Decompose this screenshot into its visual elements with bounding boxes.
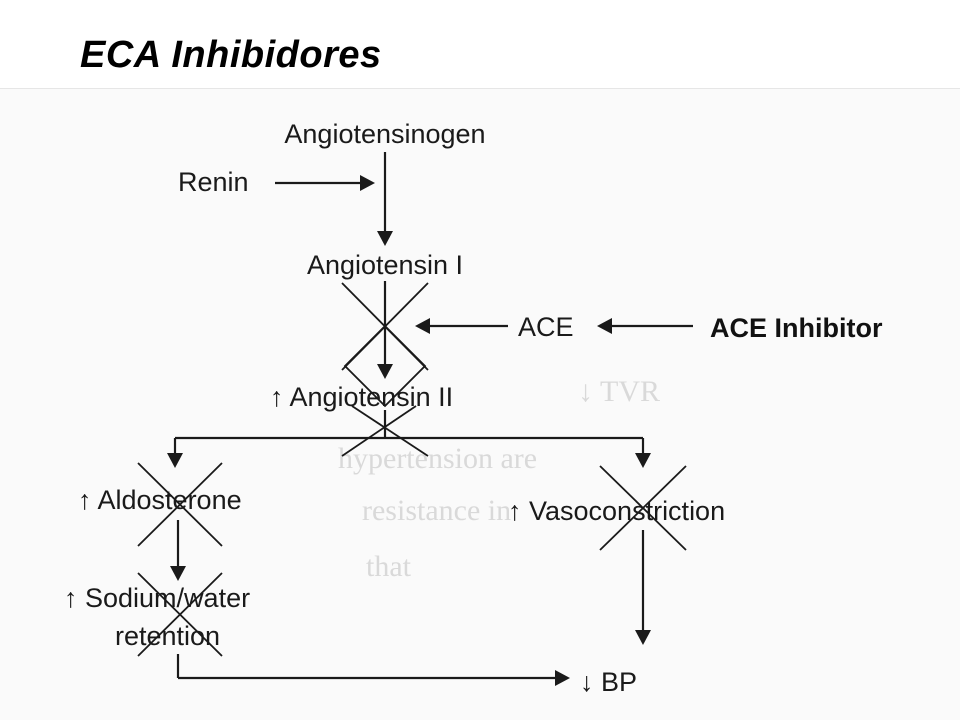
ace-inhibitor-pathway-diagram: ↓ TVR hypertension are resistance in tha… <box>64 119 883 697</box>
sodium-water-label-line1: ↑ Sodium/water <box>64 583 250 613</box>
bleed-through-text-3: resistance in <box>362 494 511 527</box>
renin-label: Renin <box>178 167 249 197</box>
angiotensin-ii-label: ↑ Angiotensin II <box>270 382 453 412</box>
sodium-water-block-cross-mark <box>137 572 223 657</box>
ace-inhibitor-label: ACE Inhibitor <box>710 313 883 343</box>
arrow-ace-inhibitor-to-ace <box>597 318 693 334</box>
branch-lines-angiotensin-ii <box>167 410 651 468</box>
branch-block-cross-mark <box>341 405 429 457</box>
ace-label: ACE <box>518 312 574 342</box>
arrow-aldosterone-to-sodium-water <box>170 520 186 581</box>
sodium-water-label-line2: retention <box>115 621 220 651</box>
bleed-through-text-1: ↓ TVR <box>578 375 660 408</box>
arrow-angiotensin-i-to-angiotensin-ii <box>377 281 393 379</box>
bleed-through-text-2: hypertension are <box>338 442 537 475</box>
arrow-vasoconstriction-to-bp <box>635 530 651 645</box>
arrow-ace-to-pathway <box>415 318 508 334</box>
bp-label: ↓ BP <box>580 667 637 697</box>
angiotensinogen-label: Angiotensinogen <box>284 119 485 149</box>
arrow-angiotensinogen-to-angiotensin-i <box>377 152 393 246</box>
scanned-figure-panel <box>0 88 960 720</box>
ace-block-cross-mark <box>341 282 429 408</box>
bleed-through-text-4: that <box>366 550 412 583</box>
aldosterone-block-cross-mark <box>137 462 223 547</box>
aldosterone-label: ↑ Aldosterone <box>78 485 242 515</box>
arrow-renin-to-pathway <box>275 175 375 191</box>
vasoconstriction-label: ↑ Vasoconstriction <box>508 496 725 526</box>
slide-title: ECA Inhibidores <box>80 34 382 76</box>
angiotensin-i-label: Angiotensin I <box>307 250 463 280</box>
arrow-sodium-water-to-bp <box>176 654 570 686</box>
vasoconstriction-block-cross-mark <box>599 465 687 551</box>
